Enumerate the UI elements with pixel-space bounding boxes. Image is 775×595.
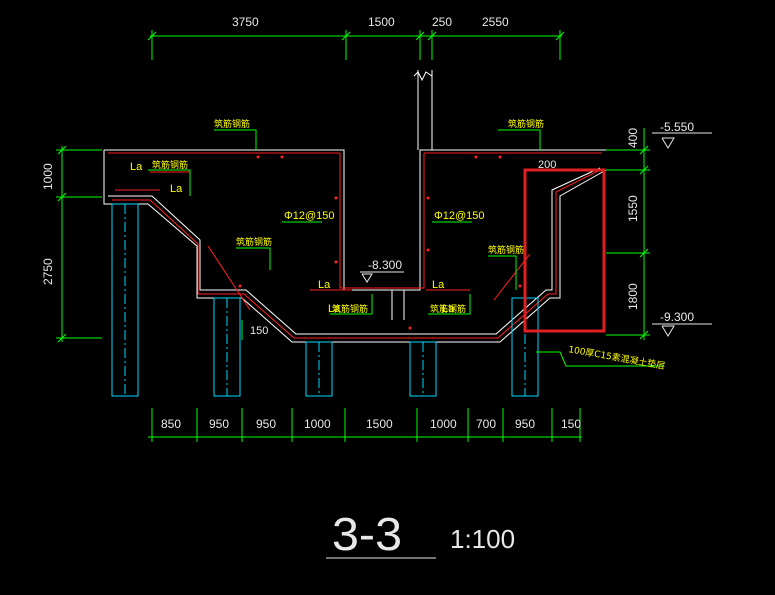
label-top-right-rebar: 筑筋钢筋 [508, 118, 544, 130]
label-la-4: La [328, 303, 341, 315]
bottom-dimension-texts: 850 950 950 1000 1500 1000 700 950 150 [161, 417, 581, 431]
bottom-dim-4: 1000 [304, 417, 331, 431]
label-left-slope-rebar: 筑筋钢筋 [236, 236, 272, 248]
right-dimension-chain [606, 128, 650, 340]
label-right-slope-rebar: 筑筋钢筋 [488, 244, 524, 256]
label-bedding-note: 100厚C15素混凝土垫层 [567, 343, 666, 372]
section-title: 3-3 [332, 508, 402, 560]
label-la-3: La [318, 279, 331, 291]
top-dimension-chain [147, 30, 565, 60]
elevation-mark-top [652, 132, 712, 149]
label-dim-150: 150 [250, 325, 268, 337]
label-dim-200: 200 [538, 159, 556, 171]
top-dim-1: 3750 [232, 15, 259, 29]
scale-label: 1:100 [450, 524, 515, 554]
label-la-1: La [130, 161, 143, 173]
bottom-dim-1: 850 [161, 417, 181, 431]
highlight-box [523, 168, 606, 333]
right-dimension-texts: 400 1550 1800 [626, 128, 640, 310]
left-dimension-texts: 1000 2750 [41, 163, 55, 285]
label-la-5: La [432, 279, 445, 291]
label-bar-spec-right: Φ12@150 [434, 210, 485, 222]
small-dim-labels: 150 200 [250, 159, 556, 337]
bottom-dim-3: 950 [256, 417, 276, 431]
right-dim-2: 1550 [626, 195, 640, 222]
elevation-middle-text: -8.300 [368, 258, 402, 272]
elevation-mark-bottom [652, 323, 712, 337]
bottom-dim-8: 950 [515, 417, 535, 431]
label-top-left-rebar: 筑筋钢筋 [214, 118, 250, 130]
bottom-dimension-chain [148, 408, 582, 442]
right-dim-1: 400 [626, 128, 640, 148]
top-dim-2: 1500 [368, 15, 395, 29]
label-center-right-rebar: 筑筋钢筋 [430, 303, 466, 315]
label-left-upper-rebar: 筑筋钢筋 [152, 159, 188, 171]
bottom-dim-7: 700 [476, 417, 496, 431]
label-center-rebar: 筑筋钢筋 [332, 303, 368, 315]
left-dimension-chain [56, 145, 102, 343]
label-la-6: La [442, 303, 455, 315]
top-dim-4: 2550 [482, 15, 509, 29]
left-dim-2: 2750 [41, 258, 55, 285]
bottom-dim-2: 950 [209, 417, 229, 431]
label-bar-spec-left: Φ12@150 [284, 210, 335, 222]
piles [111, 203, 539, 397]
left-dim-1: 1000 [41, 163, 55, 190]
right-dim-3: 1800 [626, 283, 640, 310]
rebar-dots [238, 155, 522, 330]
bottom-dim-5: 1500 [366, 417, 393, 431]
elevation-mark-middle [360, 271, 404, 283]
bottom-dim-6: 1000 [430, 417, 457, 431]
top-dim-3: 250 [432, 15, 452, 29]
spec-labels: Φ12@150 Φ12@150 La La La La La La [130, 161, 485, 315]
top-dimension-texts: 3750 1500 250 2550 [232, 15, 509, 29]
leader-lines [148, 129, 664, 367]
rebar-lines [108, 152, 602, 339]
bottom-dim-9: 150 [561, 417, 581, 431]
elevation-top-text: -5.550 [660, 120, 694, 134]
elevation-bottom-text: -9.300 [660, 310, 694, 324]
concrete-outline [103, 70, 607, 343]
label-la-2: La [170, 183, 183, 195]
